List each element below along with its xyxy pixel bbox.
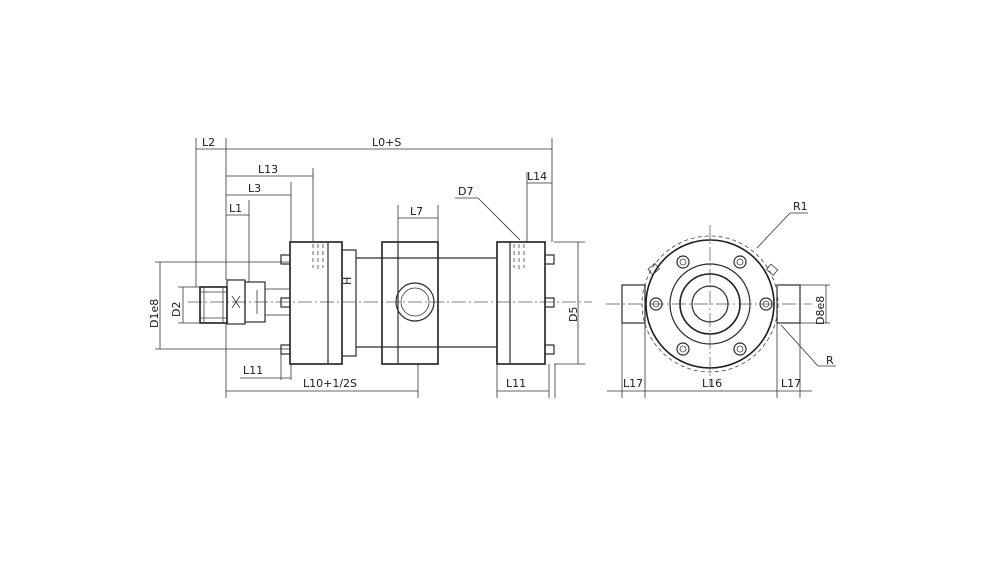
label-l3: L3 — [248, 182, 261, 195]
rod-end — [199, 286, 228, 324]
label-d8e8: D8e8 — [814, 296, 827, 325]
front-ring — [341, 249, 357, 357]
side-view-dimensions: L2 L0+S L13 L3 L1 L14 D7 L7 H D1e8 — [148, 136, 585, 398]
label-l11-left: L11 — [243, 364, 263, 377]
right-barrel — [438, 257, 497, 348]
front-flange — [280, 241, 343, 365]
label-r: R — [826, 354, 834, 367]
leader-r1 — [756, 212, 791, 249]
label-l16: L16 — [702, 377, 722, 390]
label-d2: D2 — [170, 302, 183, 317]
label-d7: D7 — [458, 185, 473, 198]
label-l14: L14 — [527, 170, 547, 183]
piston-rod — [226, 279, 291, 325]
end-view-dimensions: R1 D8e8 R L17 L16 L17 — [607, 200, 836, 398]
label-l11-right: L11 — [506, 377, 526, 390]
label-d5: D5 — [567, 307, 580, 322]
side-view — [188, 241, 592, 365]
label-l10: L10+1/2S — [303, 377, 357, 390]
label-r1: R1 — [793, 200, 808, 213]
label-l17-left: L17 — [623, 377, 643, 390]
left-barrel — [356, 257, 383, 348]
leader-d7 — [477, 197, 521, 241]
label-l0s: L0+S — [372, 136, 401, 149]
trunnion-block — [381, 241, 439, 365]
label-h: H — [341, 277, 354, 285]
label-l2: L2 — [202, 136, 215, 149]
label-l7: L7 — [410, 205, 423, 218]
label-l13: L13 — [258, 163, 278, 176]
end-view — [606, 225, 812, 386]
label-l17-right: L17 — [781, 377, 801, 390]
label-l1: L1 — [229, 202, 242, 215]
rear-flange — [496, 241, 555, 365]
end-view-bolts — [649, 255, 773, 356]
leader-r — [780, 324, 819, 367]
label-d1e8: D1e8 — [148, 299, 161, 328]
